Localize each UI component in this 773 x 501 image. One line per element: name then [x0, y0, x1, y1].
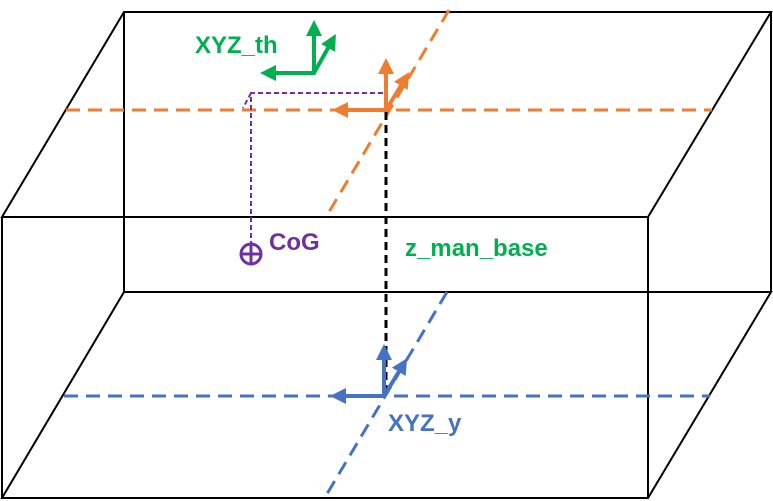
top-orange-axes: [332, 58, 410, 118]
xyz-y-y-arrow: [382, 358, 408, 398]
xyz-th-label: XYZ_th: [195, 32, 278, 59]
xyz-th-y-arrow: [312, 34, 336, 75]
cog-offset-stub: [242, 92, 252, 109]
box-wireframe: [0, 11, 773, 499]
xyz-th-axes: [260, 20, 336, 81]
xyz-y-label: XYZ_y: [388, 410, 462, 437]
cog-offset-path: [250, 92, 388, 246]
z-man-base-label: z_man_base: [405, 235, 548, 262]
top-plane-dashed-axes: [66, 9, 712, 218]
top-orange-y-arrow: [384, 72, 410, 112]
xyz-y-axes: [330, 344, 408, 404]
circle-plus-icon: [239, 242, 263, 266]
cog-label: CoG: [269, 229, 320, 256]
